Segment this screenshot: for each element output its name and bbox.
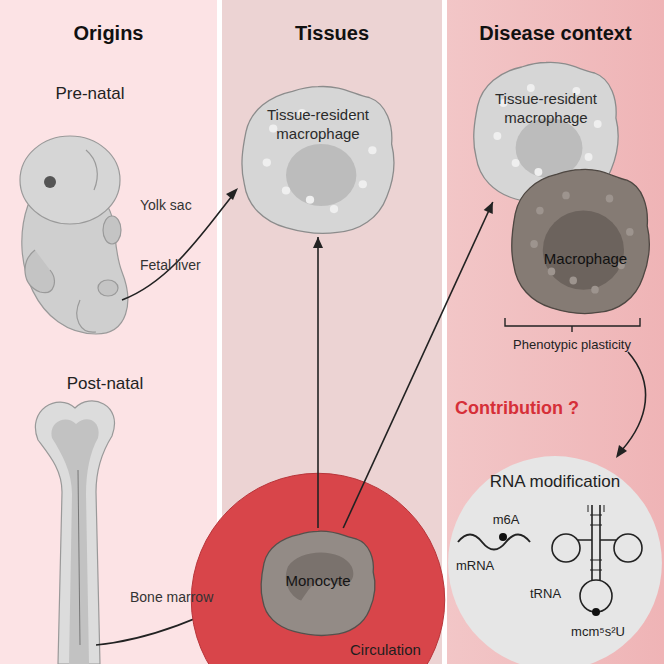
text-slot: tRNA — [530, 584, 574, 603]
text-slot: Contribution ? — [455, 398, 605, 419]
text-slot: mRNA — [456, 556, 506, 575]
text-slot: Disease context — [447, 22, 664, 46]
text-slot: Tissue-resident macrophage — [252, 106, 384, 144]
text-label: Yolk sac — [140, 197, 192, 213]
text-slot: Tissues — [222, 22, 442, 46]
modification-dot — [499, 533, 507, 541]
text-label: Fetal liver — [140, 257, 201, 273]
connector-line — [343, 202, 493, 528]
text-slot: mcm⁵s²U — [560, 622, 636, 641]
origin-arrow — [122, 196, 232, 300]
origins-band-ground — [0, 0, 217, 664]
text-slot: Macrophage — [528, 250, 643, 269]
node-label: Macrophage — [544, 250, 627, 267]
text-slot: Monocyte — [262, 572, 374, 591]
contribution-arrow — [622, 352, 646, 450]
text-slot: Fetal liver — [140, 256, 216, 275]
bone-illustration — [35, 401, 114, 664]
text-slot: Circulation — [350, 641, 436, 660]
text-slot: Phenotypic plasticity — [496, 335, 648, 354]
modification-dot — [592, 608, 600, 616]
text-slot: Yolk sac — [140, 196, 216, 215]
column-heading: Disease context — [479, 22, 631, 44]
disease-band-ground — [447, 0, 664, 664]
macrophage-cell: Tissue-resident macrophage — [470, 58, 622, 208]
arrow-head — [313, 237, 323, 248]
text-slot: Origins — [0, 22, 217, 46]
trna-cloverleaf — [552, 505, 642, 612]
macrophage-cell: Macrophage — [508, 165, 653, 317]
macrophage-cell: Tissue-resident macrophage — [238, 82, 398, 237]
connector-arrow — [343, 202, 493, 528]
column-band: TissuesTissue-resident macrophageCircula… — [222, 0, 442, 664]
text-label: tRNA — [530, 586, 561, 601]
node-shape — [508, 165, 653, 317]
tissues-band-ground — [222, 0, 442, 664]
node-shape — [470, 58, 622, 208]
text-label: mRNA — [456, 558, 494, 573]
circulation-circle: Circulation Monocyte — [190, 472, 446, 664]
embryo-illustration — [20, 136, 128, 334]
mrna-strand — [458, 535, 530, 550]
text-slot: Tissue-resident macrophage — [482, 90, 610, 128]
arrow-head — [484, 202, 493, 214]
text-label: Contribution ? — [455, 398, 579, 418]
text-label: Pre-natal — [56, 84, 125, 103]
text-label: mcm⁵s²U — [571, 624, 625, 639]
connector-arrow — [313, 237, 323, 528]
text-label: Post-natal — [67, 374, 144, 393]
node-label: Monocyte — [285, 572, 350, 589]
text-label: m6A — [493, 512, 520, 527]
text-label: Bone marrow — [130, 589, 213, 605]
text-label: Phenotypic plasticity — [513, 337, 631, 352]
arrow-head — [616, 445, 627, 458]
text-slot: Bone marrow — [130, 588, 216, 607]
text-slot: RNA modification — [462, 472, 648, 492]
monocyte-cell: Monocyte — [258, 528, 378, 638]
node-label: Circulation — [350, 641, 421, 658]
arrow-head — [241, 588, 254, 598]
node-label: RNA modification — [490, 472, 620, 491]
arrow-head — [226, 188, 238, 200]
node-shape — [238, 82, 398, 237]
text-slot: m6A — [486, 510, 526, 529]
plasticity-bracket — [505, 318, 640, 332]
node-label: Tissue-resident macrophage — [495, 90, 597, 126]
text-slot: Pre-natal — [30, 84, 150, 104]
node-label: Tissue-resident macrophage — [267, 106, 369, 142]
connector-line — [317, 237, 319, 528]
node-shape — [190, 472, 446, 664]
column-heading: Origins — [73, 22, 143, 44]
text-slot: Post-natal — [30, 374, 180, 394]
column-heading: Tissues — [295, 22, 369, 44]
